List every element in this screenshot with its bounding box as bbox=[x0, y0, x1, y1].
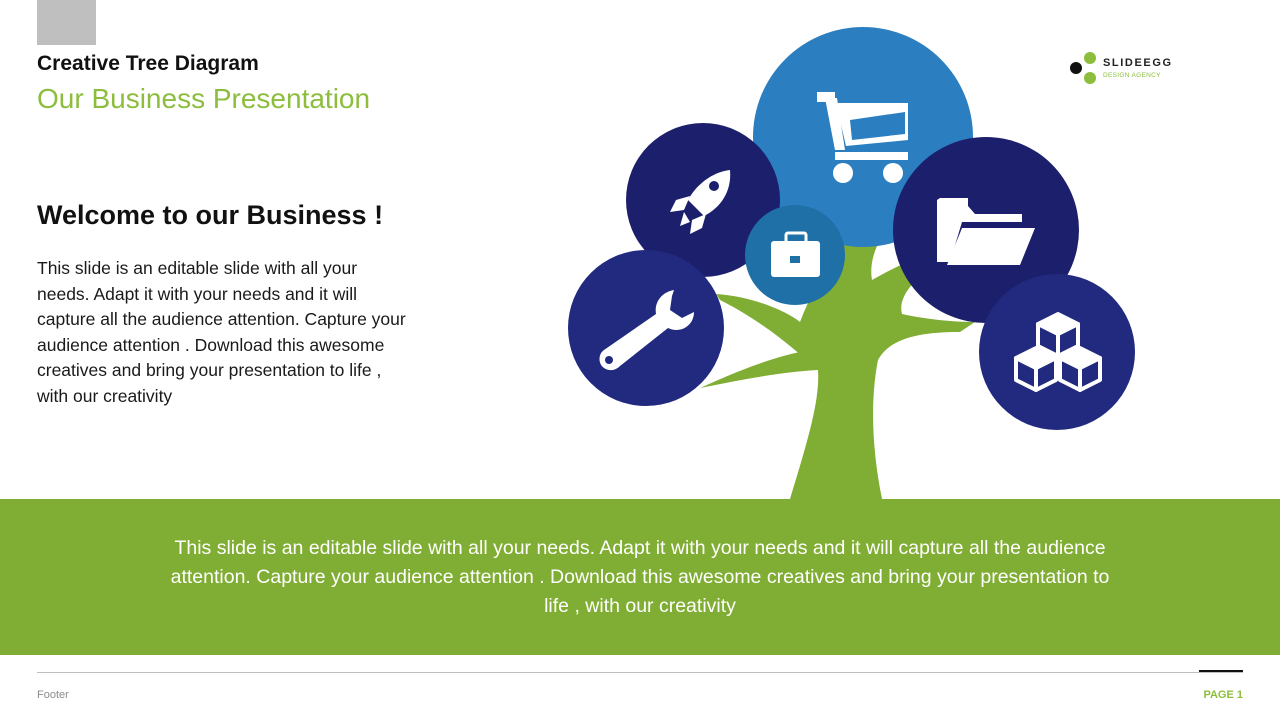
tree-node-briefcase bbox=[745, 205, 845, 305]
footer-divider bbox=[37, 672, 1243, 673]
folder-icon bbox=[937, 198, 1035, 265]
logo-tagline: DESIGN AGENCY bbox=[1103, 72, 1161, 79]
tree-trunk bbox=[700, 240, 975, 499]
rocket-icon bbox=[670, 170, 731, 234]
brand-logo: SLIDEEGG DESIGN AGENCY bbox=[1066, 48, 1206, 88]
banner-text: This slide is an editable slide with all… bbox=[170, 537, 1110, 617]
intro-paragraph: This slide is an editable slide with all… bbox=[37, 258, 406, 406]
info-banner bbox=[0, 499, 1280, 655]
tree-node-cart bbox=[753, 27, 973, 247]
footer-accent-line bbox=[1199, 670, 1243, 672]
shopping-cart-icon bbox=[817, 92, 908, 183]
welcome-heading: Welcome to our Business ! bbox=[37, 200, 384, 230]
footer-label: Footer bbox=[37, 689, 69, 701]
tree-node-folder bbox=[893, 137, 1079, 323]
slide-title: Creative Tree Diagram bbox=[37, 52, 259, 75]
wrench-icon bbox=[599, 290, 694, 371]
cubes-icon bbox=[1014, 312, 1102, 392]
slide-subtitle: Our Business Presentation bbox=[37, 83, 371, 114]
tree-node-wrench bbox=[568, 250, 724, 406]
page-number: PAGE 1 bbox=[1203, 689, 1243, 701]
logo-dots-icon bbox=[1070, 52, 1096, 84]
briefcase-icon bbox=[771, 231, 820, 277]
logo-name: SLIDEEGG bbox=[1103, 57, 1173, 69]
tree-node-rocket bbox=[626, 123, 780, 277]
tree-node-cubes bbox=[979, 274, 1135, 430]
corner-decoration bbox=[37, 0, 96, 45]
